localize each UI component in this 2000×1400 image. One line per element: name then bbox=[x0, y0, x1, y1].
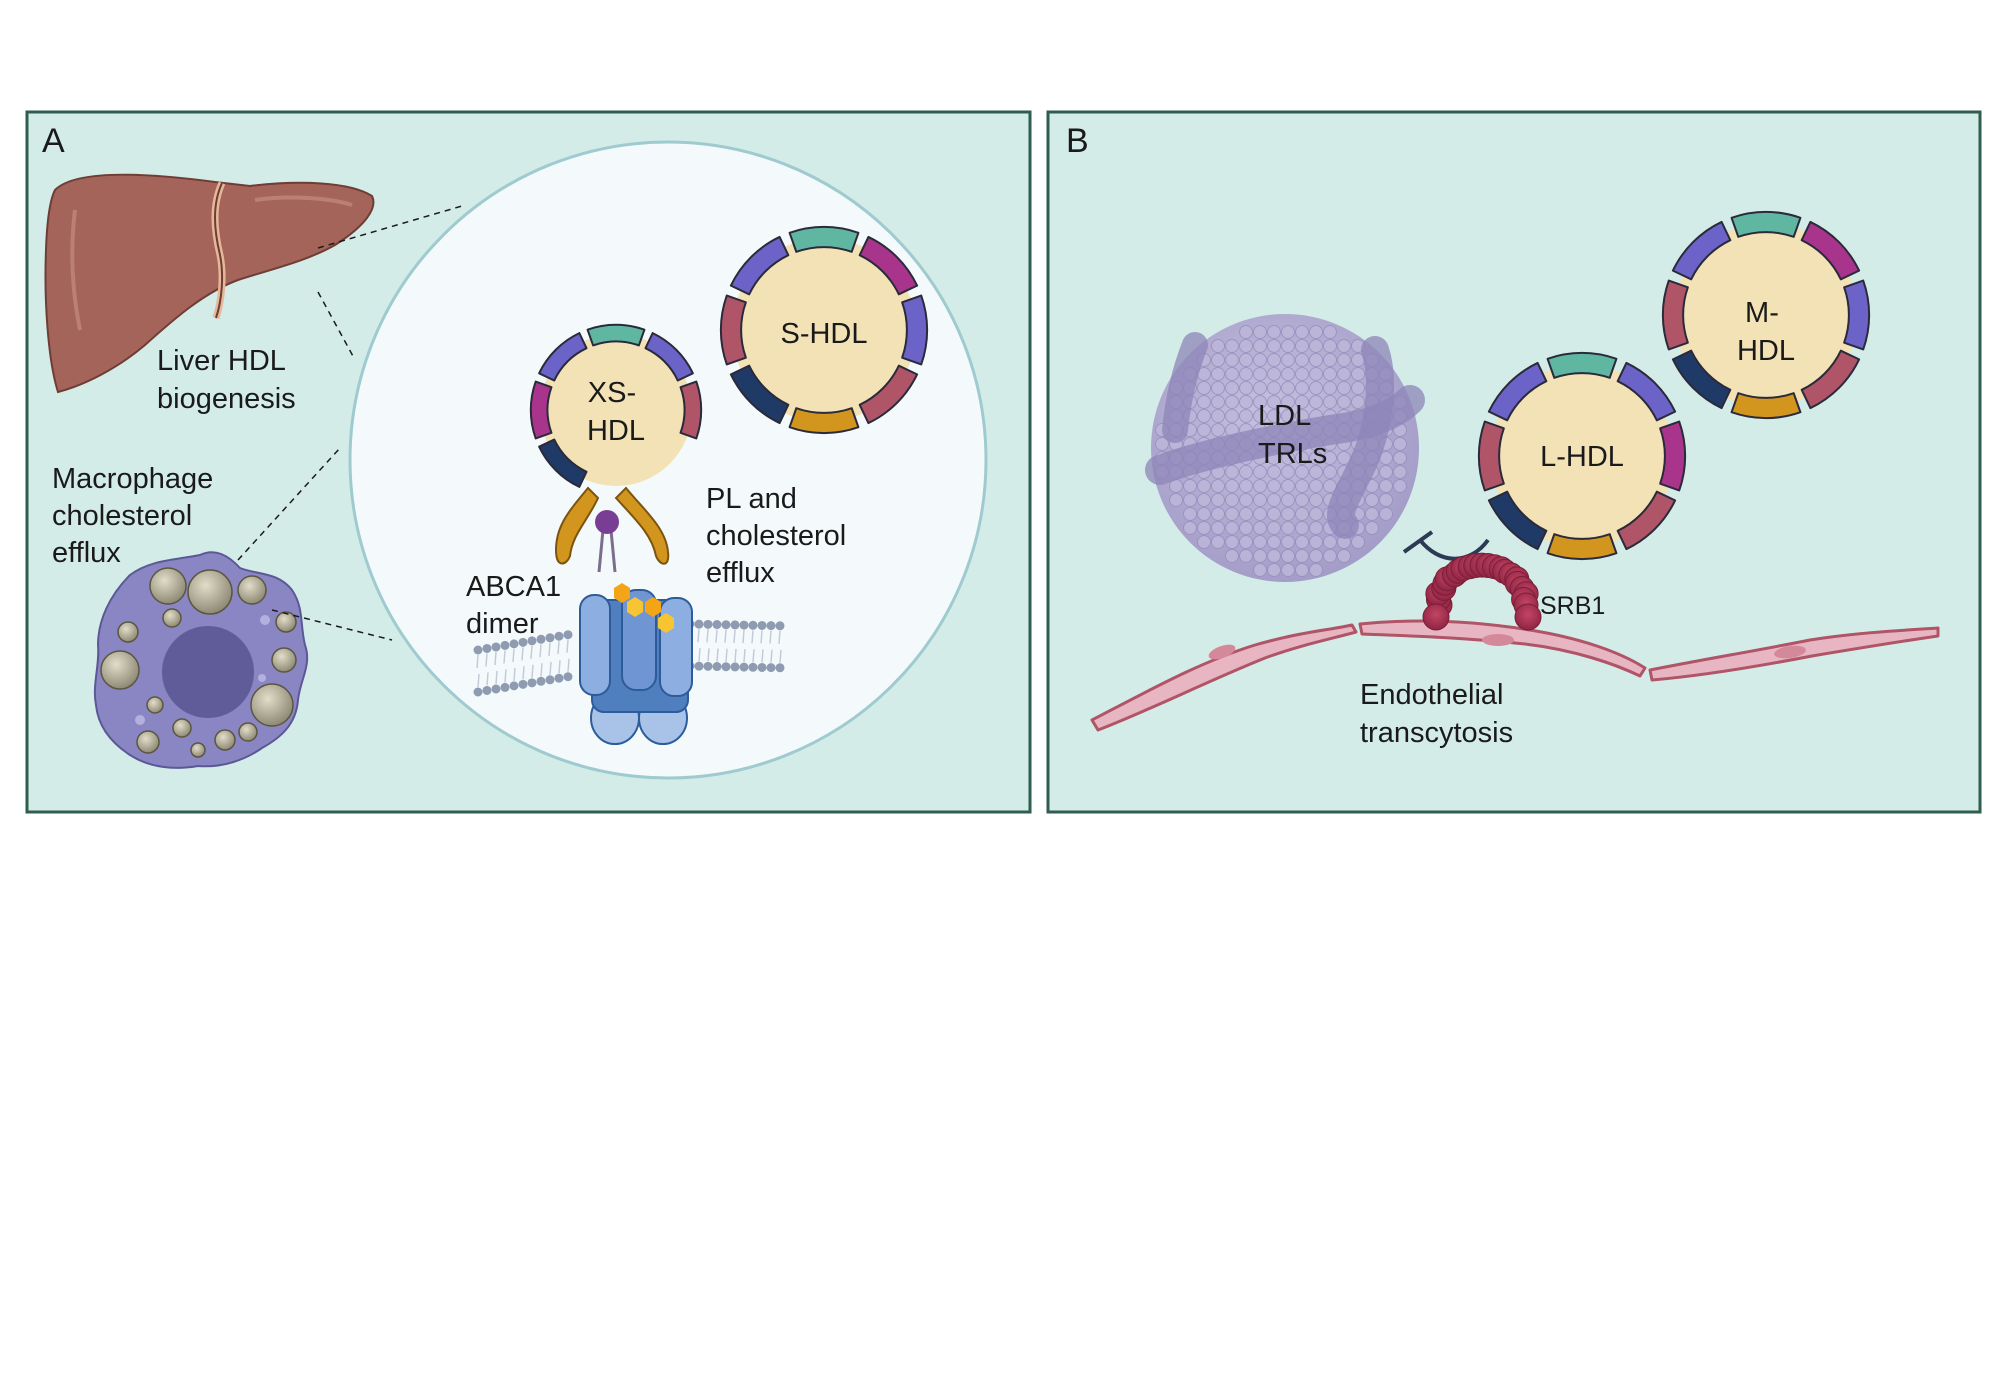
endothelial-cells bbox=[1090, 619, 1940, 732]
apoa1-arms bbox=[554, 486, 670, 565]
l-hdl-label: L-HDL bbox=[1540, 441, 1624, 473]
liver bbox=[44, 173, 375, 394]
efflux-label: PL and cholesterol efflux bbox=[706, 483, 854, 589]
macrophage-label: Macrophage cholesterol efflux bbox=[52, 463, 221, 569]
l-hdl-particle bbox=[1477, 351, 1687, 561]
ldl-label: LDL TRLs bbox=[1258, 400, 1327, 470]
s-hdl-particle bbox=[719, 225, 929, 435]
inhibition-symbol bbox=[1402, 530, 1490, 561]
m-hdl-particle bbox=[1661, 210, 1871, 420]
zoom-lines bbox=[237, 205, 463, 641]
panel-a-letter: A bbox=[42, 122, 65, 160]
panel-a: A Liver HDL biogenesis bbox=[25, 110, 1032, 814]
xs-hdl-label: XS- HDL bbox=[587, 377, 645, 447]
abca1-transporter bbox=[579, 583, 693, 745]
panel-b: B LDL TRLs SRB1 bbox=[1046, 110, 1982, 814]
macrophage bbox=[93, 551, 309, 769]
s-hdl-label: S-HDL bbox=[780, 318, 867, 350]
srb1-label: SRB1 bbox=[1540, 592, 1605, 620]
cell-membrane bbox=[473, 619, 785, 697]
ldl-particle bbox=[1145, 314, 1425, 582]
endothelial-label: Endothelial transcytosis bbox=[1360, 679, 1513, 749]
panel-b-letter: B bbox=[1066, 122, 1089, 160]
srb1-receptor bbox=[1422, 552, 1542, 631]
abca1-label: ABCA1 dimer bbox=[466, 571, 569, 640]
m-hdl-label: M- HDL bbox=[1737, 297, 1795, 367]
liver-label: Liver HDL biogenesis bbox=[157, 345, 296, 415]
xs-hdl-particle bbox=[529, 323, 703, 488]
phospholipid-molecule bbox=[595, 510, 619, 573]
